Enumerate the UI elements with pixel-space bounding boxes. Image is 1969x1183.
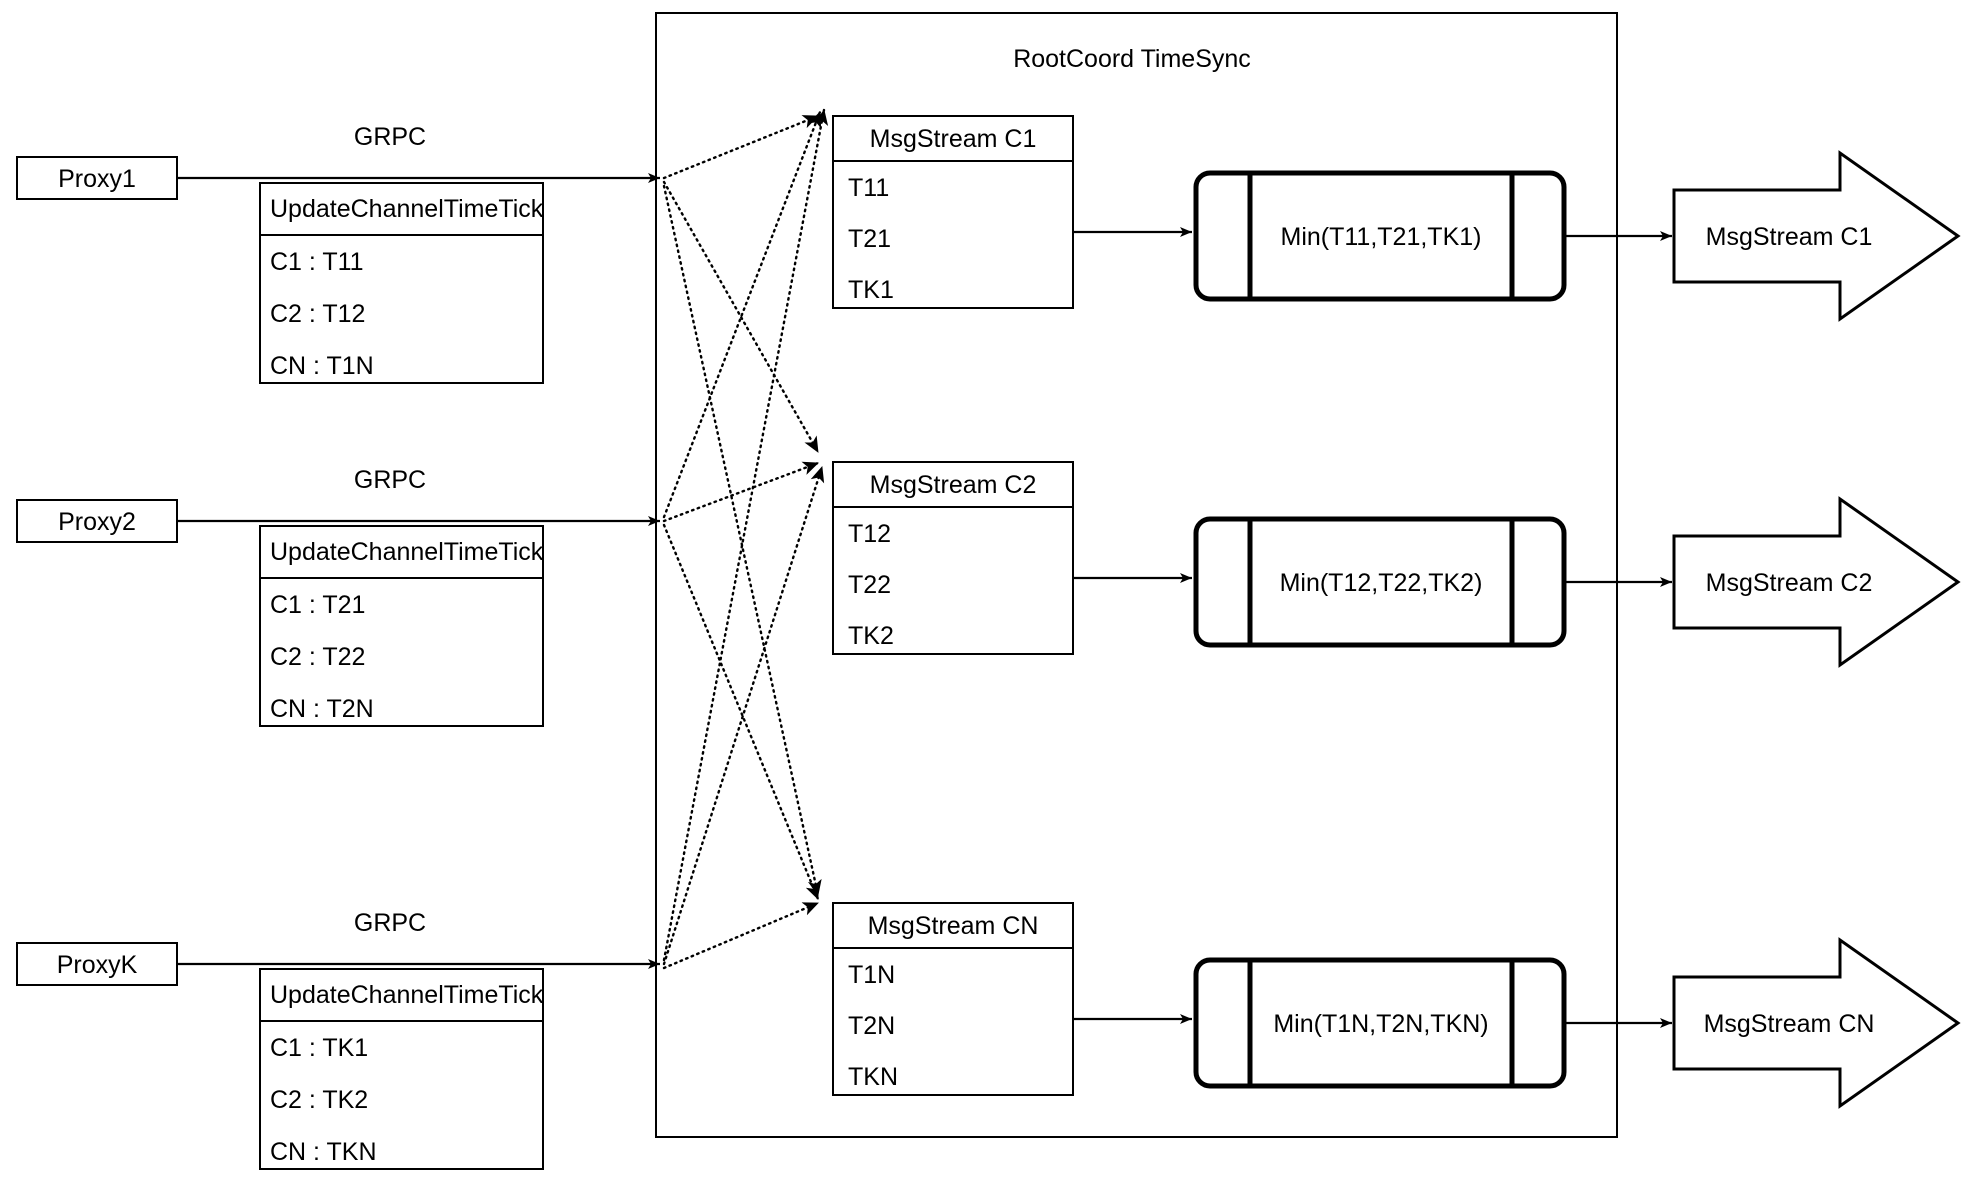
proxy-group-3: ProxyK GRPC UpdateChannelTimeTick C1 : T… <box>16 909 660 1170</box>
fanout-edge-p1-cn <box>662 184 822 897</box>
fanout-edge-p2-cn <box>662 523 820 901</box>
request-card-1: UpdateChannelTimeTick C1 : T11 C2 : T12 … <box>259 182 544 384</box>
grpc-label-3: GRPC <box>354 909 426 937</box>
process-shape-1: Min(T11,T21,TK1) <box>1193 170 1567 302</box>
grpc-label-2: GRPC <box>354 466 426 494</box>
request-row-1-0: C1 : T11 <box>270 248 364 276</box>
request-header-3: UpdateChannelTimeTick <box>270 981 544 1009</box>
fanout-edge-pk-c2 <box>662 465 825 966</box>
fanout-edge-p2-c2 <box>662 461 820 523</box>
msgstream-header-3: MsgStream CN <box>868 912 1039 940</box>
output-label-1: MsgStream C1 <box>1706 223 1873 251</box>
msgstream-row-3-2: TKN <box>848 1063 898 1091</box>
proxy-group-2: Proxy2 GRPC UpdateChannelTimeTick C1 : T… <box>16 466 660 727</box>
msgstream-row-1-1: T21 <box>848 225 891 253</box>
process-shape-2: Min(T12,T22,TK2) <box>1193 516 1567 648</box>
request-row-1-2: CN : T1N <box>270 352 374 380</box>
request-header-1: UpdateChannelTimeTick <box>270 195 544 223</box>
process-label-3: Min(T1N,T2N,TKN) <box>1273 1010 1488 1038</box>
output-label-3: MsgStream CN <box>1704 1010 1875 1038</box>
request-header-2: UpdateChannelTimeTick <box>270 538 544 566</box>
process-label-1: Min(T11,T21,TK1) <box>1281 223 1482 251</box>
proxy-group-1: Proxy1 GRPC UpdateChannelTimeTick C1 : T… <box>16 123 660 384</box>
rootcoord-timesync-container: RootCoord TimeSync <box>655 12 1618 1138</box>
msgstream-header-2: MsgStream C2 <box>870 471 1037 499</box>
output-label-2: MsgStream C2 <box>1706 569 1873 597</box>
msgstream-card-1: MsgStream C1 T11 T21 TK1 <box>832 115 1074 309</box>
channel-group-3: MsgStream CN T1N T2N TKN Min(T1N,T2N,TKN… <box>832 902 1961 1109</box>
container-title: RootCoord TimeSync <box>1013 45 1251 73</box>
request-row-3-2: CN : TKN <box>270 1138 377 1166</box>
process-shape-3: Min(T1N,T2N,TKN) <box>1193 957 1567 1089</box>
msgstream-row-1-0: T11 <box>848 174 889 202</box>
proxy-label-3: ProxyK <box>57 951 138 979</box>
timetick-fanout-edges <box>662 108 829 970</box>
fanout-edge-pk-c1 <box>662 108 829 962</box>
request-row-2-2: CN : T2N <box>270 695 374 723</box>
msgstream-card-3: MsgStream CN T1N T2N TKN <box>832 902 1074 1096</box>
grpc-label-1: GRPC <box>354 123 426 151</box>
output-arrow-shape-3: MsgStream CN <box>1672 937 1961 1109</box>
fanout-edge-p1-c1 <box>662 114 820 180</box>
output-arrow-shape-1: MsgStream C1 <box>1672 150 1961 322</box>
fanout-edge-p1-c2 <box>662 180 820 454</box>
request-row-3-1: C2 : TK2 <box>270 1086 368 1114</box>
output-arrow-shape-2: MsgStream C2 <box>1672 496 1961 668</box>
proxy-label-1: Proxy1 <box>58 165 136 193</box>
request-card-3: UpdateChannelTimeTick C1 : TK1 C2 : TK2 … <box>259 968 544 1170</box>
msgstream-row-2-1: T22 <box>848 571 891 599</box>
proxy-label-2: Proxy2 <box>58 508 136 536</box>
request-row-2-1: C2 : T22 <box>270 643 365 671</box>
request-row-2-0: C1 : T21 <box>270 591 365 619</box>
msgstream-header-1: MsgStream C1 <box>870 125 1037 153</box>
request-row-1-1: C2 : T12 <box>270 300 365 328</box>
msgstream-row-2-2: TK2 <box>848 622 894 650</box>
fanout-edge-pk-cn <box>662 901 820 970</box>
request-card-2: UpdateChannelTimeTick C1 : T21 C2 : T22 … <box>259 525 544 727</box>
msgstream-card-2: MsgStream C2 T12 T22 TK2 <box>832 461 1074 655</box>
msgstream-row-3-0: T1N <box>848 961 895 989</box>
msgstream-row-3-1: T2N <box>848 1012 895 1040</box>
msgstream-row-1-2: TK1 <box>848 276 894 304</box>
process-label-2: Min(T12,T22,TK2) <box>1280 569 1483 597</box>
channel-group-1: MsgStream C1 T11 T21 TK1 Min(T11,T21,TK1… <box>832 115 1961 322</box>
fanout-edge-p2-c1 <box>662 110 822 519</box>
channel-group-2: MsgStream C2 T12 T22 TK2 Min(T12,T22,TK2… <box>832 461 1961 668</box>
msgstream-row-2-0: T12 <box>848 520 891 548</box>
request-row-3-0: C1 : TK1 <box>270 1034 368 1062</box>
